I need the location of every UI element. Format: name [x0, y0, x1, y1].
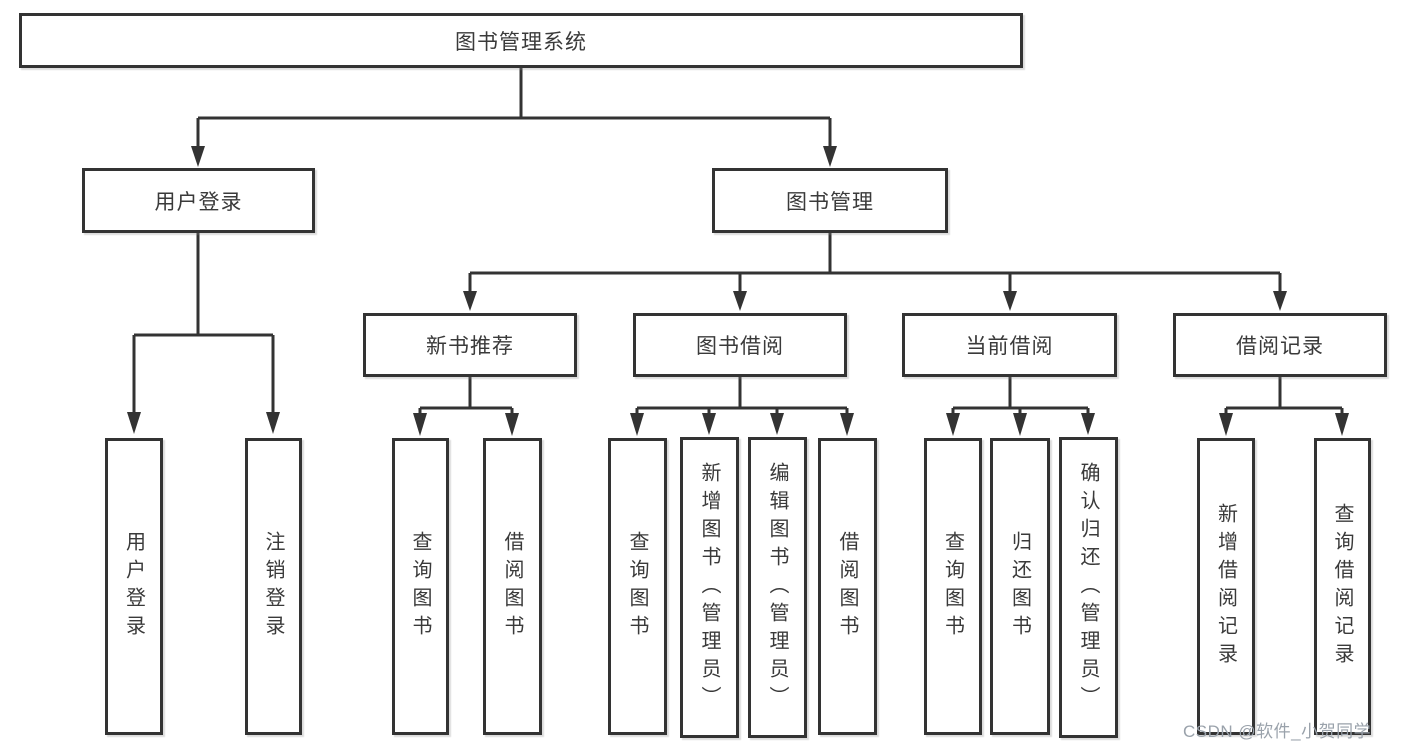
- node-label: 确认归还（管理员）: [1077, 461, 1099, 714]
- node-label: 新增借阅记录: [1214, 502, 1237, 671]
- arrowhead-icon: [770, 413, 784, 435]
- leaf-add-book-admin: 新增图书（管理员）: [680, 437, 739, 738]
- arrowhead-icon: [463, 291, 477, 311]
- node-label: 查询图书: [409, 530, 431, 643]
- node-label: 图书借阅: [696, 335, 784, 358]
- arrowhead-icon: [1219, 413, 1233, 436]
- leaf-confirm-return-admin: 确认归还（管理员）: [1059, 437, 1118, 738]
- arrowhead-icon: [505, 413, 519, 436]
- node-label: 编辑图书（管理员）: [766, 461, 788, 714]
- node-current-borrowing: 当前借阅: [902, 313, 1117, 377]
- arrowhead-icon: [1273, 291, 1287, 311]
- leaf-logout: 注销登录: [245, 438, 302, 735]
- node-label: 查询借阅记录: [1331, 502, 1353, 671]
- leaf-borrow-books-2: 借阅图书: [818, 438, 877, 735]
- node-label: 图书管理: [786, 190, 874, 214]
- node-label: 图书管理系统: [455, 30, 587, 54]
- node-label: 注销登录: [262, 530, 284, 643]
- connector-new-book-to-leaves: [413, 377, 519, 436]
- connector-book-mgmt-to-level2: [463, 233, 1287, 311]
- connector-book-borrow-to-leaves: [630, 377, 854, 436]
- arrowhead-icon: [1081, 413, 1095, 435]
- connector-current-borrow-to-leaves: [946, 377, 1095, 436]
- node-label: 新增图书（管理员）: [698, 461, 720, 714]
- connector-user-login-to-leaves: [127, 233, 280, 434]
- connector-borrow-record-to-leaves: [1219, 377, 1349, 436]
- arrowhead-icon: [127, 412, 141, 434]
- node-library-management-system: 图书管理系统: [19, 13, 1023, 68]
- node-book-management: 图书管理: [712, 168, 948, 233]
- node-book-borrowing: 图书借阅: [633, 313, 847, 377]
- arrowhead-icon: [840, 413, 854, 436]
- node-label: 借阅记录: [1236, 335, 1324, 358]
- node-label: 借阅图书: [836, 530, 858, 643]
- leaf-query-books-2: 查询图书: [608, 438, 667, 735]
- node-label: 用户登录: [154, 190, 243, 214]
- leaf-add-borrow-record: 新增借阅记录: [1197, 438, 1255, 735]
- node-label: 借阅图书: [501, 530, 523, 643]
- node-new-book-recommend: 新书推荐: [363, 313, 577, 377]
- node-label: 查询图书: [626, 530, 648, 643]
- arrowhead-icon: [266, 412, 280, 434]
- node-user-login: 用户登录: [82, 168, 315, 233]
- node-label: 用户登录: [122, 530, 145, 643]
- node-label: 当前借阅: [965, 335, 1054, 358]
- arrowhead-icon: [823, 146, 837, 167]
- node-label: 新书推荐: [426, 335, 514, 358]
- leaf-query-books-1: 查询图书: [392, 438, 449, 735]
- leaf-query-borrow-record: 查询借阅记录: [1314, 438, 1371, 735]
- leaf-user-login: 用户登录: [105, 438, 163, 735]
- leaf-return-books: 归还图书: [990, 438, 1050, 735]
- node-borrowing-records: 借阅记录: [1173, 313, 1387, 377]
- leaf-query-books-3: 查询图书: [924, 438, 982, 735]
- arrowhead-icon: [702, 413, 716, 435]
- arrowhead-icon: [733, 291, 747, 311]
- arrowhead-icon: [1013, 413, 1027, 436]
- arrowhead-icon: [946, 413, 960, 436]
- csdn-watermark: CSDN @软件_小贺同学: [1183, 722, 1372, 741]
- leaf-borrow-books-1: 借阅图书: [483, 438, 542, 735]
- node-label: 归还图书: [1008, 530, 1031, 643]
- arrowhead-icon: [413, 413, 427, 436]
- connector-root-to-level1: [191, 68, 837, 167]
- node-label: 查询图书: [941, 530, 964, 643]
- arrowhead-icon: [1335, 413, 1349, 436]
- arrowhead-icon: [191, 146, 205, 167]
- arrowhead-icon: [1003, 291, 1017, 311]
- arrowhead-icon: [630, 413, 644, 436]
- leaf-edit-book-admin: 编辑图书（管理员）: [748, 437, 807, 738]
